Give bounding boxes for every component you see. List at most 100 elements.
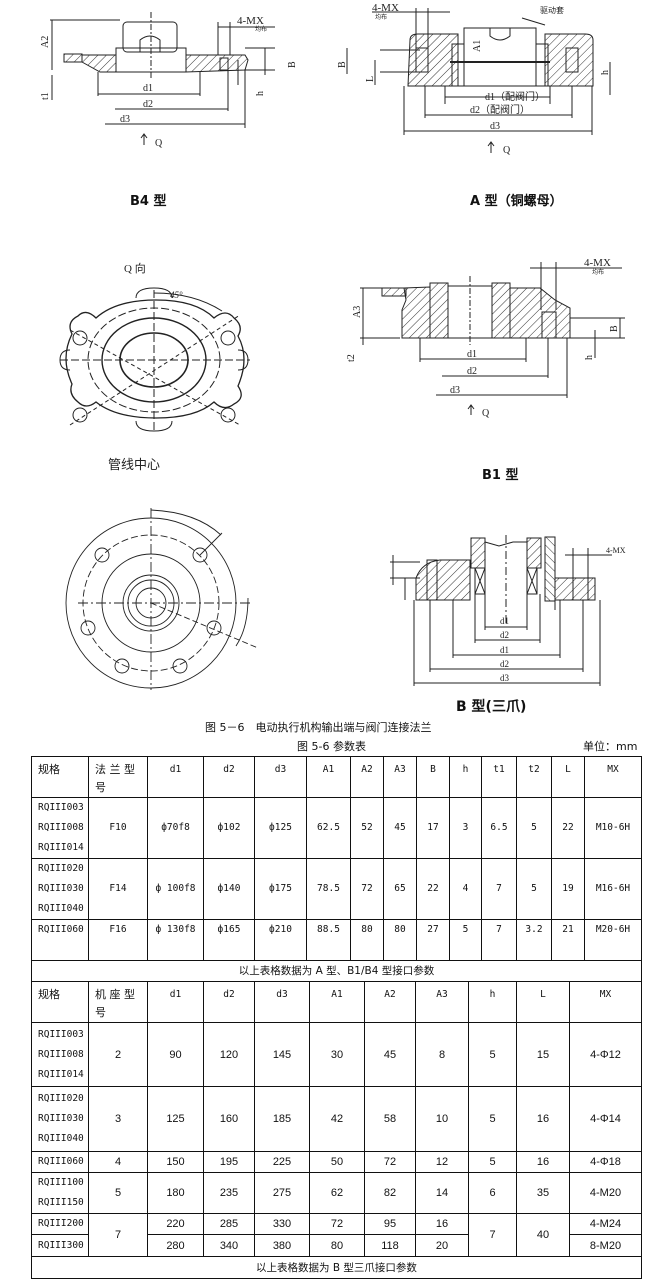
label-d3: d3: [490, 121, 500, 132]
table-cell: 185: [254, 1086, 310, 1152]
label-h: h: [584, 355, 595, 360]
table-cell: 280: [147, 1234, 204, 1257]
label-d3: d3: [500, 673, 510, 683]
table-cell: 8: [415, 1022, 469, 1087]
b-type-drawing: 4-MX d1 d2 d1 d2 d3: [390, 535, 626, 686]
column-header: 法 兰 型 号: [88, 756, 148, 798]
table-cell: 275: [254, 1172, 310, 1214]
table-cell: 21: [551, 919, 585, 961]
column-header: 规格: [31, 756, 89, 798]
table-cell: ф175: [254, 858, 307, 920]
table-cell: 12: [415, 1151, 469, 1173]
table-cell: 7: [481, 919, 517, 961]
table-cell: ф165: [203, 919, 255, 961]
column-header: h: [449, 756, 482, 798]
table-cell: M10-6H: [584, 797, 642, 859]
table-cell: 340: [203, 1234, 255, 1257]
b-type-caption: B 型(三爪): [456, 699, 527, 715]
q-view-drawing: Q 向 45°: [59, 261, 250, 432]
spec-cell: RQIII060: [31, 1151, 89, 1173]
label-a1: A1: [472, 40, 483, 52]
b-type-bottom-view: [65, 508, 259, 690]
table-cell: 7: [481, 858, 517, 920]
table-cell: 145: [254, 1022, 310, 1087]
spec-model: RQIII008: [38, 822, 84, 833]
label-d1: d1: [467, 349, 477, 360]
label-4mx: 4-MX: [237, 15, 264, 27]
table-cell: 72: [309, 1213, 365, 1235]
table-cell: 35: [516, 1172, 570, 1214]
table-cell: 58: [364, 1086, 416, 1152]
table-cell: ф 100f8: [147, 858, 204, 920]
table-cell: 16: [516, 1151, 570, 1173]
table-cell: 65: [383, 858, 417, 920]
label-d1: d1（配阀门）: [485, 90, 545, 103]
spec-cell: RQIII200: [31, 1213, 89, 1235]
table-cell: 52: [350, 797, 384, 859]
label-b: B: [337, 61, 348, 68]
table-cell: 5: [88, 1172, 148, 1214]
table-cell: 40: [516, 1213, 570, 1257]
spec-cell: RQIII060: [31, 919, 89, 961]
table-cell: 95: [364, 1213, 416, 1235]
table-cell: 4: [449, 858, 482, 920]
label-4mx: 4-MX: [372, 2, 399, 14]
table-cell: ф125: [254, 797, 307, 859]
table-cell: 72: [350, 858, 384, 920]
table-cell: 330: [254, 1213, 310, 1235]
column-header: A3: [415, 981, 469, 1023]
label-a3: A3: [352, 306, 363, 318]
table-cell: 27: [416, 919, 450, 961]
label-a2: A2: [40, 36, 51, 48]
table-cell: ф140: [203, 858, 255, 920]
spec-model: RQIII030: [38, 883, 84, 894]
table-cell: 19: [551, 858, 585, 920]
table-cell: 30: [309, 1022, 365, 1087]
table-cell: M16-6H: [584, 858, 642, 920]
label-d1: d1: [143, 83, 153, 94]
table-cell: 62: [309, 1172, 365, 1214]
table-cell: 4-Φ14: [569, 1086, 642, 1152]
column-header: L: [551, 756, 585, 798]
table-cell: 22: [551, 797, 585, 859]
table-cell: 5: [449, 919, 482, 961]
table-cell: 45: [383, 797, 417, 859]
label-q: Q: [482, 408, 490, 419]
label-d2-outer: d2: [500, 659, 509, 669]
label-even: 均布: [592, 268, 604, 276]
table-cell: 180: [147, 1172, 204, 1214]
label-d1: d1: [500, 616, 509, 626]
column-header: A1: [309, 981, 365, 1023]
spec-model: RQIII060: [38, 924, 84, 935]
table-cell: 3.2: [516, 919, 552, 961]
table-cell: F16: [88, 919, 148, 961]
table-cell: 6.5: [481, 797, 517, 859]
spec-model: RQIII014: [38, 842, 84, 853]
spec-model: RQIII020: [38, 1093, 84, 1104]
table-cell: 4-Φ12: [569, 1022, 642, 1087]
table-cell: ф102: [203, 797, 255, 859]
table-cell: 80: [309, 1234, 365, 1257]
table-cell: 4-M20: [569, 1172, 642, 1214]
table-cell: 5: [468, 1151, 517, 1173]
table-cell: 5: [516, 858, 552, 920]
q-view-title: Q 向: [124, 261, 146, 275]
label-h: h: [600, 70, 611, 75]
pipeline-center-caption: 管线中心: [108, 458, 160, 473]
column-header: A1: [306, 756, 351, 798]
label-d1-outer: d1: [500, 645, 509, 655]
column-header: L: [516, 981, 570, 1023]
label-h: h: [255, 91, 266, 96]
